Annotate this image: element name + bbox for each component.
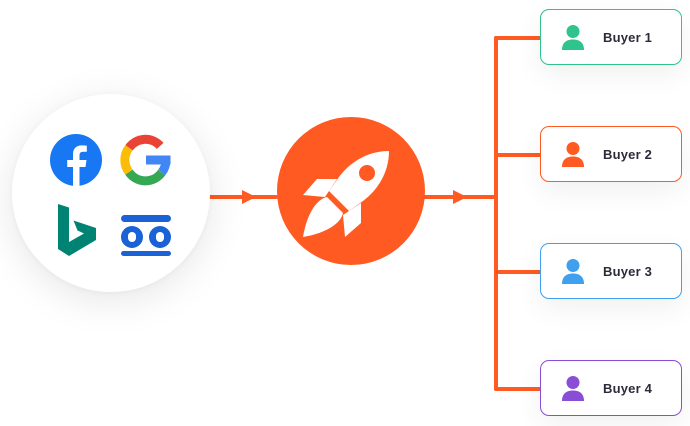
facebook-icon [48,132,104,188]
rocket-hub-circle [277,117,425,265]
buyer-label: Buyer 2 [603,146,653,162]
buyer-card-1: Buyer 1 [540,9,682,65]
buyer-card-3: Buyer 3 [540,243,682,299]
user-icon [559,374,587,402]
buyer-label: Buyer 4 [603,380,653,396]
arrowhead-to-hub [242,190,256,204]
gemini-icon [118,204,174,260]
google-icon [118,132,174,188]
arrowhead-to-buyers [453,190,467,204]
user-icon [559,140,587,168]
user-icon [559,257,587,285]
buyer-card-2: Buyer 2 [540,126,682,182]
user-icon [559,23,587,51]
rocket-icon [303,151,389,237]
buyer-label: Buyer 3 [603,263,653,279]
buyer-label: Buyer 1 [603,29,653,45]
traffic-sources-circle [12,94,210,292]
bing-icon [52,202,108,258]
buyer-card-4: Buyer 4 [540,360,682,416]
